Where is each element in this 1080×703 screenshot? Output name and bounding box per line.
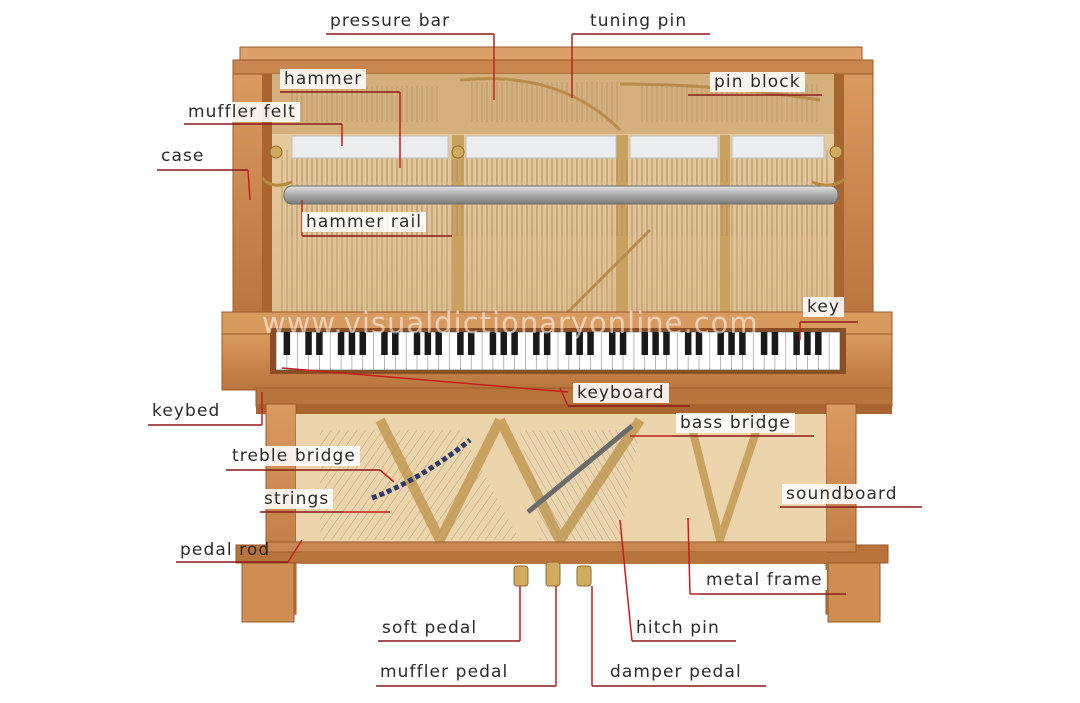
label-soft-pedal: soft pedal (382, 618, 478, 638)
label-soundboard: soundboard (782, 484, 902, 504)
label-damper-pedal: damper pedal (610, 662, 742, 682)
label-pressure-bar: pressure bar (326, 11, 455, 31)
label-keybed: keybed (152, 401, 221, 421)
leader-lines (148, 33, 922, 687)
label-keyboard: keyboard (573, 383, 669, 403)
label-tuning-pin: tuning pin (586, 11, 692, 31)
upper-interior (260, 74, 847, 324)
top-lid (232, 46, 874, 75)
label-bass-bridge: bass bridge (676, 413, 795, 433)
label-hitch-pin: hitch pin (636, 618, 720, 638)
label-pin-block: pin block (710, 72, 805, 92)
label-treble-bridge: treble bridge (228, 446, 360, 466)
piano-keys (275, 331, 841, 371)
label-hammer-rail: hammer rail (302, 212, 427, 232)
label-case: case (161, 146, 205, 166)
label-hammer: hammer (280, 69, 367, 89)
lower-cabinet (235, 403, 892, 623)
label-pedal-rod: pedal rod (180, 540, 271, 560)
label-metal-frame: metal frame (702, 570, 827, 590)
label-key: key (803, 297, 845, 317)
label-strings: strings (260, 489, 334, 509)
watermark: www.visualdictionaryonline.com (262, 306, 759, 340)
label-muffler-felt: muffler felt (184, 102, 300, 122)
label-muffler-pedal: muffler pedal (380, 662, 509, 682)
